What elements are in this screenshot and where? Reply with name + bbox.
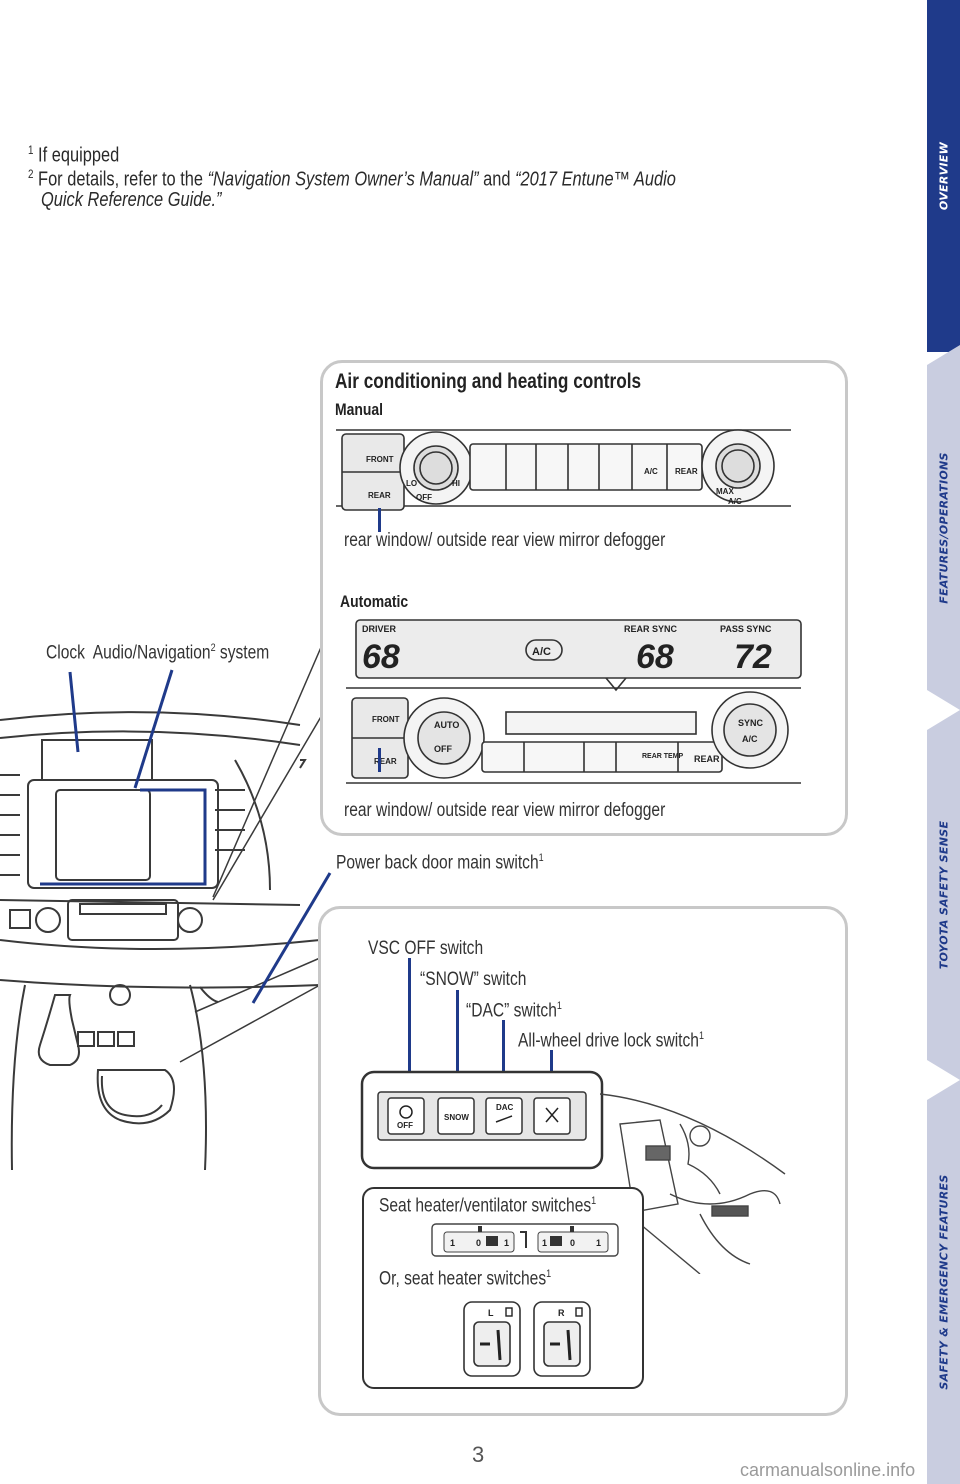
svg-text:SNOW: SNOW (444, 1113, 469, 1122)
climate-heading: Air conditioning and heating controls (335, 370, 642, 393)
seat-heater-switches: L R (463, 1301, 591, 1377)
svg-text:REAR: REAR (374, 757, 397, 766)
seat-left-letter: L (488, 1308, 494, 1318)
manual-defogger-pointer (378, 508, 381, 532)
clock-audio-label: Clock Audio/Navigation2 system (46, 642, 270, 664)
svg-text:1: 1 (542, 1238, 547, 1248)
automatic-climate-display: DRIVER 68 A/C REAR SYNC 68 PASS SYNC 72 … (346, 619, 802, 784)
power-back-door-label: Power back door main switch1 (336, 852, 544, 874)
automatic-defogger-label: rear window/ outside rear view mirror de… (344, 800, 666, 821)
dac-pointer (502, 1020, 505, 1092)
svg-text:DRIVER: DRIVER (362, 624, 397, 634)
tab-overview[interactable]: OVERVIEW (927, 0, 960, 352)
svg-text:REAR: REAR (675, 467, 698, 476)
audio-nav-label: Audio/Navigation (92, 642, 211, 664)
svg-text:REAR TEMP: REAR TEMP (642, 753, 684, 760)
svg-text:REAR SYNC: REAR SYNC (624, 624, 678, 634)
snow-label: “SNOW” switch (420, 969, 527, 990)
svg-text:0: 0 (476, 1238, 481, 1248)
manual-defogger-label: rear window/ outside rear view mirror de… (344, 530, 666, 551)
svg-text:A/C: A/C (728, 497, 742, 506)
svg-text:0: 0 (570, 1238, 575, 1248)
vsc-off-button (387, 1097, 425, 1135)
svg-text:68: 68 (636, 638, 674, 676)
footnote-2: 2 For details, refer to the “Navigation … (28, 167, 676, 191)
dashboard-illustration (0, 711, 321, 1171)
awd-pointer (550, 1050, 553, 1090)
seat-vent-switch: 1 0 1 1 0 1 (431, 1223, 619, 1257)
svg-text:OFF: OFF (416, 493, 432, 502)
snow-button (437, 1097, 475, 1135)
svg-text:HI: HI (452, 479, 460, 488)
svg-text:OFF: OFF (434, 744, 452, 754)
watermark: carmanualsonline.info (740, 1460, 916, 1480)
svg-text:A/C: A/C (742, 734, 758, 744)
svg-text:DAC: DAC (496, 1103, 514, 1112)
svg-text:LO: LO (406, 479, 417, 488)
tab-safety-emergency[interactable]: SAFETY & EMERGENCY FEATURES (927, 1080, 960, 1484)
manual-label: Manual (335, 400, 384, 419)
svg-text:AUTO: AUTO (434, 720, 459, 730)
vsc-off-label: VSC OFF switch (368, 938, 484, 959)
tab-toyota-safety-sense[interactable]: TOYOTA SAFETY SENSE (927, 710, 960, 1080)
svg-text:A/C: A/C (532, 646, 551, 658)
awd-lock-label: All-wheel drive lock switch1 (518, 1030, 704, 1052)
tab-features-operations[interactable]: FEATURES/OPERATIONS (927, 345, 960, 710)
svg-text:72: 72 (734, 638, 772, 676)
seat-vent-label: Seat heater/ventilator switches1 (379, 1195, 597, 1217)
snow-pointer (456, 990, 459, 1090)
automatic-label: Automatic (340, 592, 409, 611)
svg-text:SYNC: SYNC (738, 718, 764, 728)
console-illustration (600, 1093, 786, 1274)
svg-text:FRONT: FRONT (372, 715, 400, 724)
svg-text:MAX: MAX (716, 487, 734, 496)
footnote-1: 1 If equipped (28, 143, 120, 167)
manual-front-label: FRONT (366, 455, 394, 464)
svg-text:A/C: A/C (644, 467, 658, 476)
seat-heater-label: Or, seat heater switches1 (379, 1268, 552, 1290)
page-number: 3 (472, 1442, 485, 1467)
svg-text:68: 68 (362, 638, 400, 676)
switch-bank: OFF SNOW DAC (360, 1070, 604, 1170)
dac-button (485, 1097, 523, 1135)
seat-right-letter: R (558, 1308, 565, 1318)
manual-rear-defog-label: REAR (368, 491, 391, 500)
svg-text:1: 1 (596, 1238, 601, 1248)
footnote-2-line2: Quick Reference Guide.” (41, 189, 222, 211)
svg-text:1: 1 (450, 1238, 455, 1248)
dac-label: “DAC” switch1 (466, 1000, 562, 1022)
svg-text:REAR: REAR (694, 754, 720, 764)
svg-text:PASS SYNC: PASS SYNC (720, 624, 772, 634)
automatic-defogger-pointer (378, 748, 381, 772)
clock-label: Clock (46, 642, 85, 664)
svg-text:OFF: OFF (397, 1121, 413, 1130)
svg-text:1: 1 (504, 1238, 509, 1248)
manual-climate-control: FRONT REAR LO HI OFF A/C REAR MAX A/C (336, 429, 791, 511)
vsc-pointer (408, 958, 411, 1088)
